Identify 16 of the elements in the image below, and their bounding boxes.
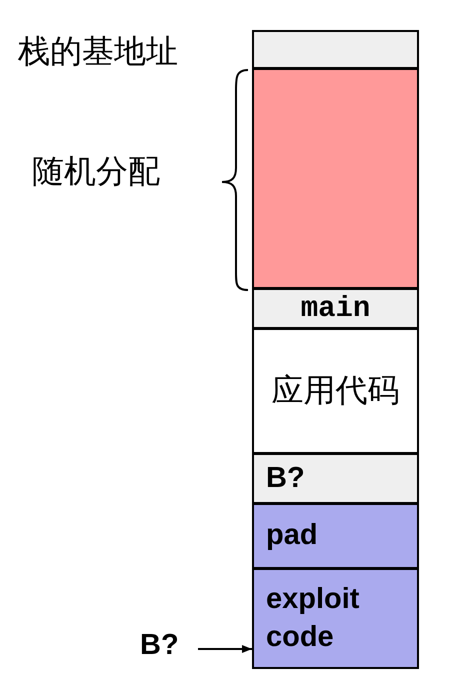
annotation-label: 随机分配 [32,151,160,192]
random-region-block [252,68,419,289]
arrow [198,645,252,653]
stack-base-block [252,30,419,69]
frame-label: pad [266,518,318,554]
stack-frame-box [252,453,419,504]
frame-label: 应用代码 [272,370,400,412]
address-label: B? [140,628,179,664]
app-code-box [252,328,419,454]
frame-label: main [300,290,370,327]
frame-label: B? [266,460,305,496]
stack-frame-box [252,503,419,569]
annotation-label: 栈的基地址 [18,31,178,72]
stack-frame-box [252,288,419,329]
stack-frame-box [252,568,419,669]
frame-label: exploit code [266,582,360,654]
